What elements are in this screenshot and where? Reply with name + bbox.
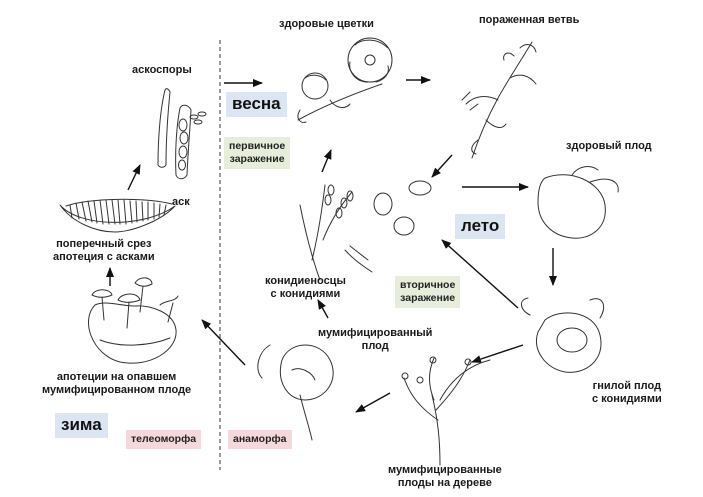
label-apothecium-section: поперечный срез апотеция с асками [53, 238, 155, 263]
apothecia-on-fruit-illustration [87, 277, 179, 364]
rotten-fruit-illustration [521, 297, 605, 373]
conidiophores-illustration [299, 180, 432, 281]
mummified-fruit-illustration [257, 344, 334, 441]
label-ascus: аск [172, 196, 190, 208]
label-infected-branch: пораженная ветвь [479, 14, 580, 26]
arrow-conidiophores-to-flowers [321, 149, 332, 173]
arrow-rotten-to-conidia [441, 239, 519, 309]
tag-secondary-infection: вторичное заражение [395, 276, 461, 308]
label-ascospores: аскоспоры [132, 64, 192, 76]
arrow-tree-to-mummy [355, 392, 391, 413]
season-summer: лето [455, 214, 506, 239]
healthy-flowers-illustration [297, 37, 393, 123]
season-winter: зима [55, 413, 108, 438]
label-healthy-fruit: здоровый плод [566, 140, 652, 152]
arrow-branch-to-conidia [431, 154, 453, 178]
season-spring: весна [226, 92, 287, 117]
cycle-arrows [106, 76, 557, 413]
label-rotten-fruit: гнилой плод с конидиями [592, 380, 662, 405]
healthy-fruit-illustration [537, 166, 619, 239]
label-mummified-fruit: мумифицированный плод [318, 327, 433, 352]
infected-branch-illustration [461, 41, 537, 159]
arrow-mummy-to-apothecia [201, 319, 246, 366]
label-healthy-flowers: здоровые цветки [279, 18, 374, 30]
tree-illustration [401, 356, 491, 466]
tag-primary-infection: первичное заражение [224, 137, 291, 169]
tag-teleomorph: телеоморфа [126, 430, 202, 449]
label-conidiophores: конидиеносцы с конидиями [265, 275, 346, 300]
label-mummified-on-tree: мумифицированные плоды на дереве [388, 464, 502, 489]
ascus-illustration [157, 88, 207, 180]
apothecium-section-illustration [59, 198, 176, 233]
arrow-mummy-to-conidiophores [317, 299, 329, 319]
tag-anamorph: анаморфа [228, 430, 292, 449]
arrow-rotten-to-tree [471, 344, 524, 363]
label-apothecia-on-fruit: апотеции на опавшем мумифицированном пло… [42, 371, 192, 396]
arrow-section-to-ascus [127, 164, 141, 191]
